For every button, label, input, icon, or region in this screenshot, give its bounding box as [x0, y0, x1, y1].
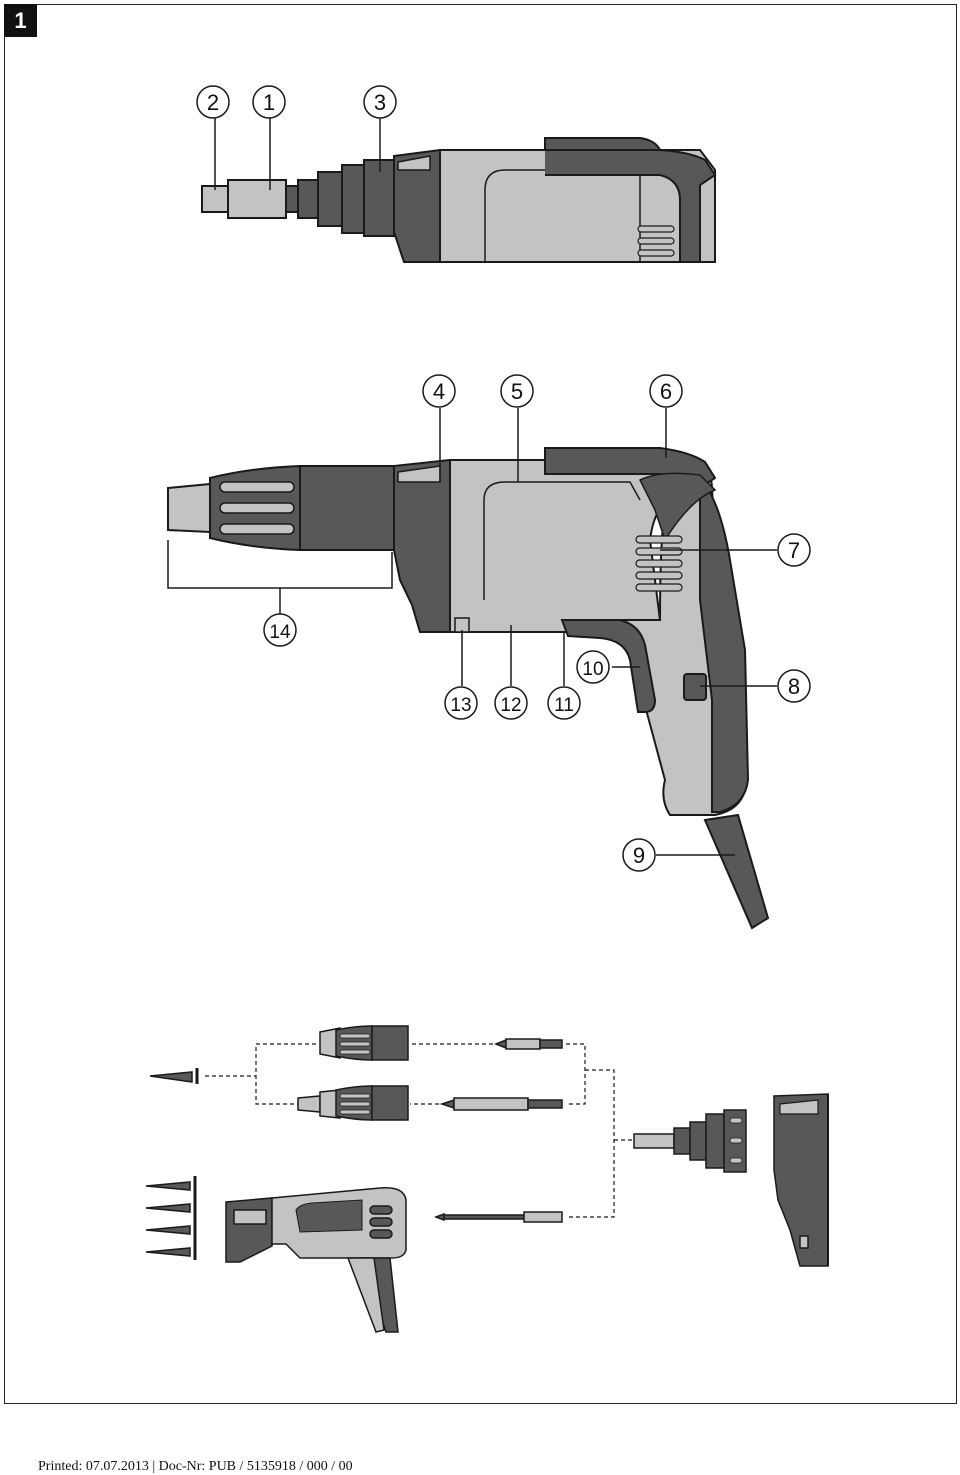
svg-text:7: 7 [788, 538, 800, 563]
svg-text:8: 8 [788, 674, 800, 699]
svg-text:11: 11 [554, 695, 574, 716]
callout-13: 13 [444, 686, 478, 720]
callout-6: 6 [649, 374, 683, 408]
callout-1: 1 [252, 85, 286, 119]
sleeve-part [227, 179, 287, 219]
svg-text:13: 13 [450, 695, 471, 716]
callout-10: 10 [576, 650, 610, 684]
top-tool-detail [201, 116, 717, 263]
footer-print-info: Printed: 07.07.2013 | Doc-Nr: PUB / 5135… [38, 1459, 353, 1474]
svg-text:4: 4 [433, 379, 445, 404]
svg-text:6: 6 [660, 379, 672, 404]
full-tool-view [167, 408, 777, 930]
callout-4: 4 [422, 374, 456, 408]
depth-locator-part [363, 159, 395, 237]
svg-text:9: 9 [633, 843, 645, 868]
callout-5: 5 [500, 374, 534, 408]
callout-3: 3 [363, 85, 397, 119]
accessories-view [145, 1025, 829, 1333]
svg-text:12: 12 [500, 695, 521, 716]
svg-text:2: 2 [207, 90, 219, 115]
power-cord-part [703, 813, 770, 930]
svg-text:10: 10 [582, 659, 603, 680]
head-detail [633, 1093, 829, 1267]
callout-8: 8 [777, 669, 811, 703]
svg-text:14: 14 [269, 622, 291, 643]
magazine-attachment [225, 1187, 407, 1333]
depth-gauge-part [299, 465, 395, 551]
switch-part [683, 673, 707, 701]
svg-text:1: 1 [263, 90, 275, 115]
nosepiece-part [167, 482, 211, 534]
figure-frame [4, 4, 957, 1404]
single-screw [149, 1068, 199, 1084]
callout-12: 12 [494, 686, 528, 720]
callout-7: 7 [777, 533, 811, 567]
callout-2: 2 [196, 85, 230, 119]
collar-part [285, 185, 299, 213]
collated-screws [145, 1176, 197, 1260]
callout-9: 9 [622, 838, 656, 872]
svg-text:3: 3 [374, 90, 386, 115]
callout-14: 14 [263, 613, 297, 647]
figure-number-tag: 1 [4, 4, 37, 37]
svg-text:5: 5 [511, 379, 523, 404]
trigger-part [560, 619, 657, 713]
callout-11: 11 [547, 686, 581, 720]
